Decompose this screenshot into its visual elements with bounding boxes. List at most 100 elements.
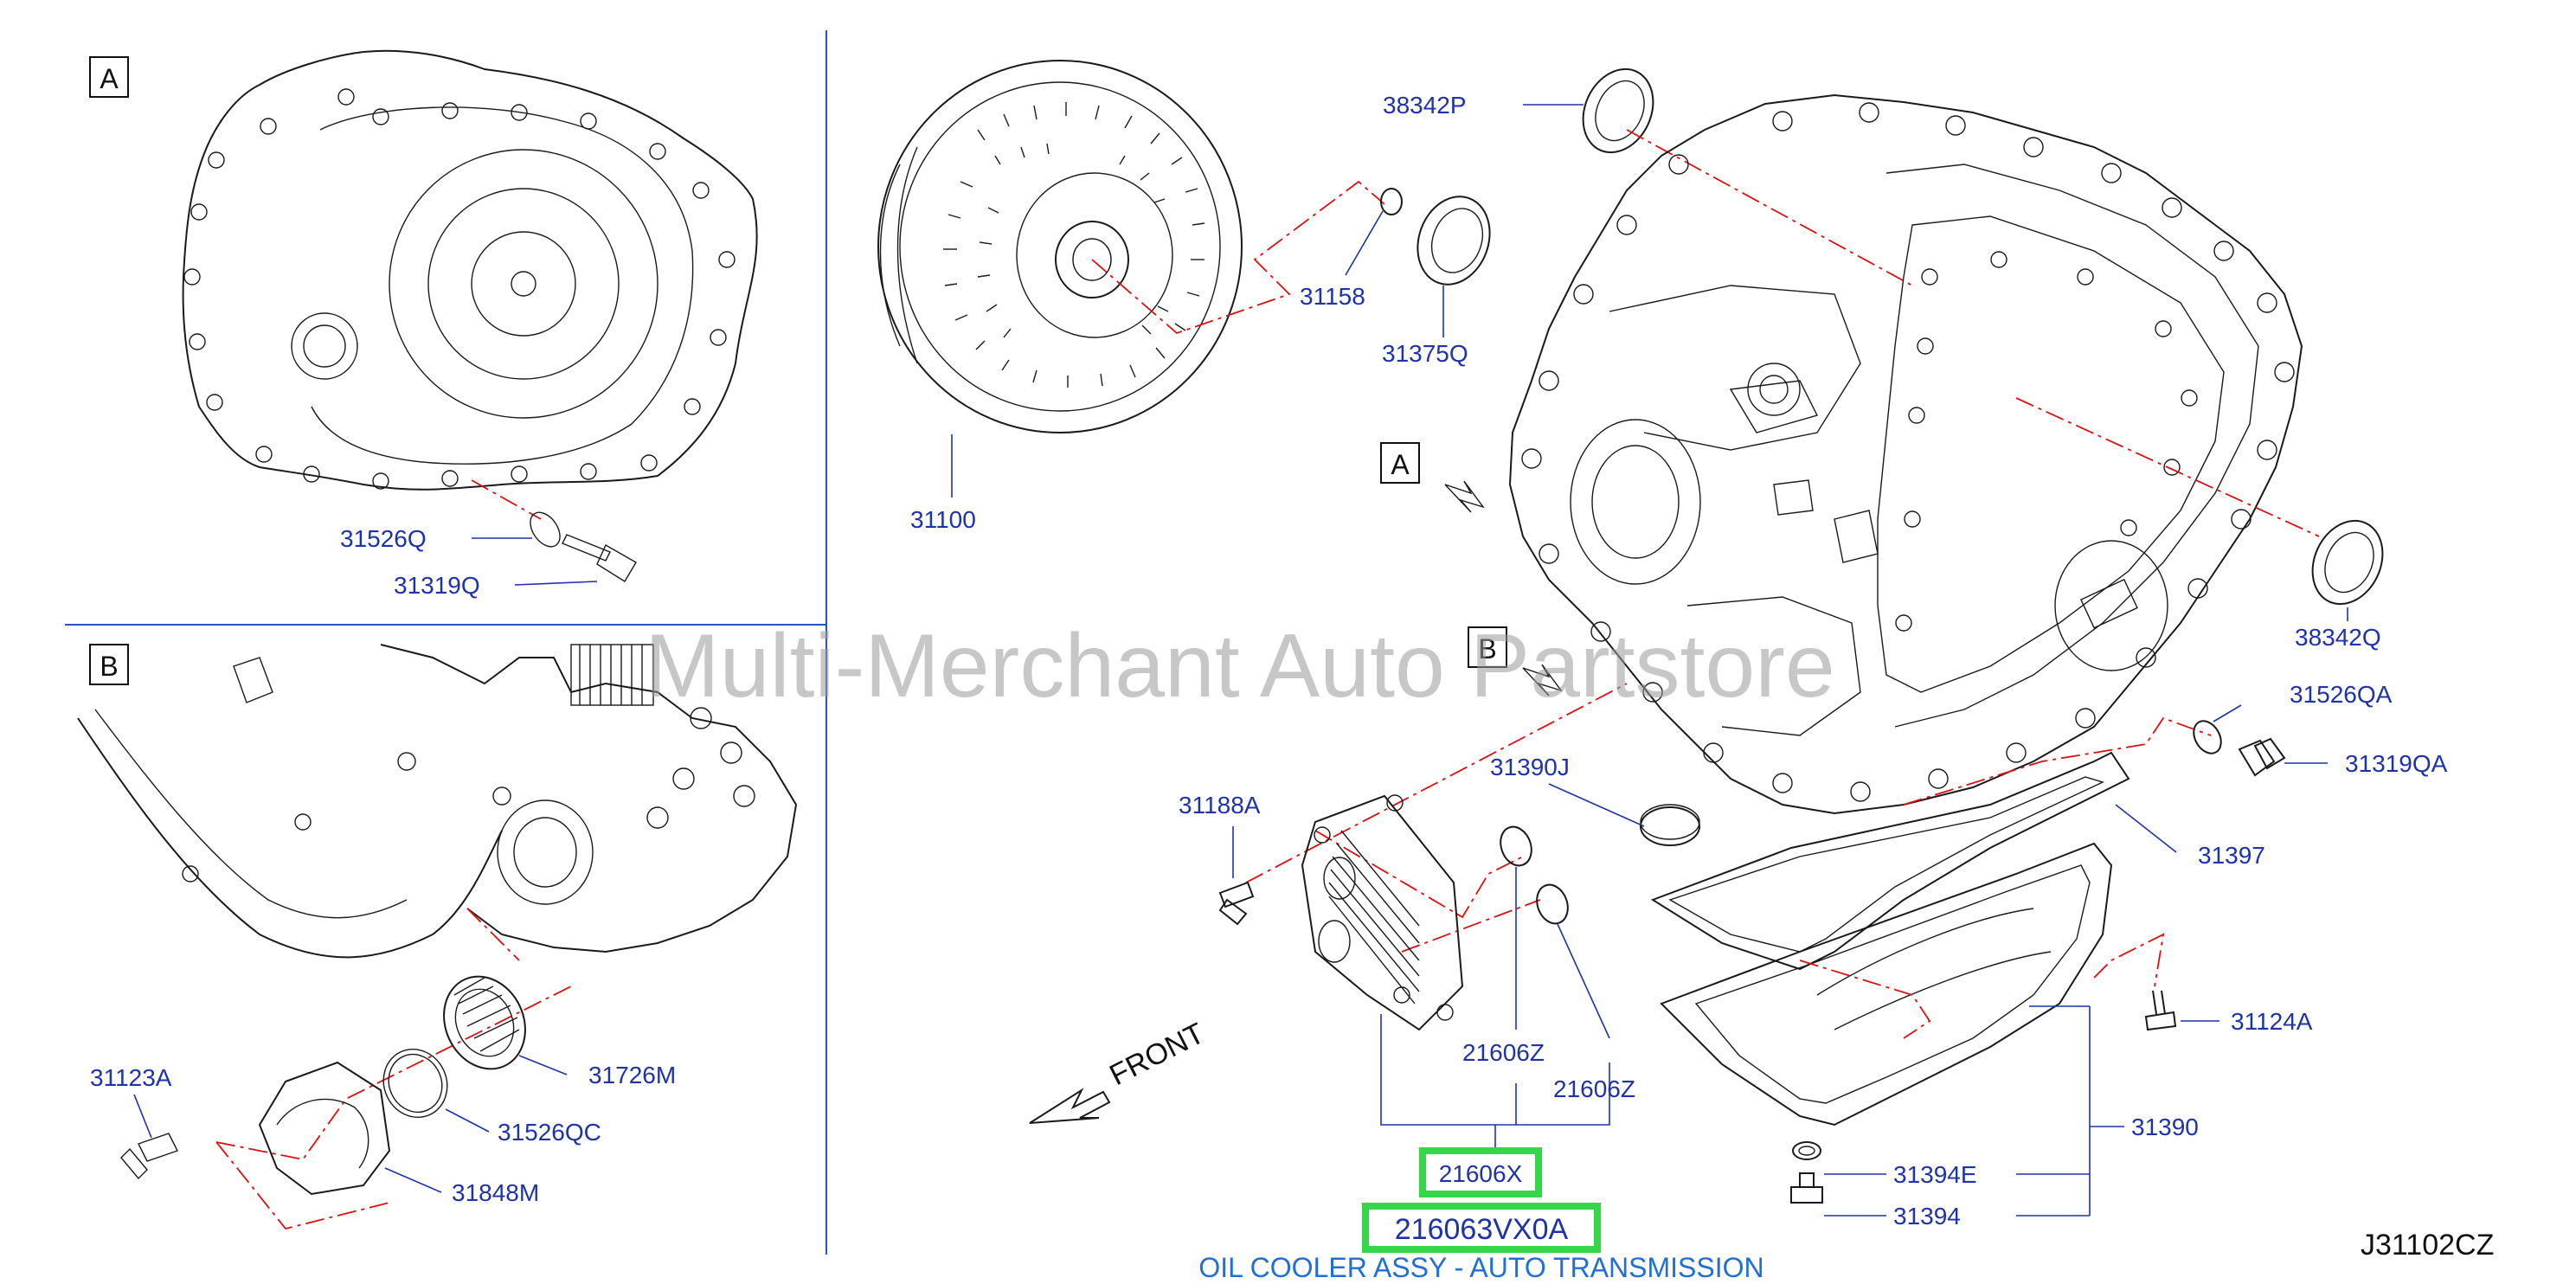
- label-31397: 31397: [2198, 842, 2265, 869]
- label-31319Q: 31319Q: [394, 572, 480, 599]
- leader-21606Z-b: [1557, 923, 1610, 1039]
- label-31394E: 31394E: [1893, 1161, 1977, 1188]
- converter-hub: [1055, 221, 1129, 299]
- label-31526Q: 31526Q: [340, 525, 427, 552]
- washer-31526QA: [2193, 720, 2222, 754]
- oil-pan-31390: [1660, 842, 2113, 1127]
- filter-element-31726M: [443, 975, 526, 1070]
- converter-outer: [877, 60, 1243, 433]
- label-31158: 31158: [1300, 283, 1365, 310]
- label-31848M: 31848M: [452, 1179, 539, 1206]
- case-bore-left: [1570, 419, 1701, 585]
- dash-filter-cover: [215, 985, 572, 1230]
- washer-31390J: [1640, 806, 1700, 846]
- dash-cooler-oring: [1314, 830, 1524, 919]
- panel-b-filter-drawing: B 317: [77, 644, 798, 1230]
- label-31394: 31394: [1893, 1203, 1961, 1229]
- filter-port-inner: [513, 817, 577, 888]
- housing-ring-mid: [427, 188, 620, 380]
- label-31526QC: 31526QC: [498, 1119, 601, 1146]
- dash-31124A: [2093, 933, 2165, 987]
- view-a-arrow-icon: [1444, 480, 1485, 513]
- dash-filter-axis: [466, 908, 520, 961]
- highlight-216063VX0A[interactable]: [1362, 1203, 1601, 1253]
- cooler-fin-lines: [579, 645, 643, 705]
- bracket-21606X: [1380, 1014, 1610, 1126]
- washer-31526Q: [530, 511, 561, 548]
- bellhousing-flange: [311, 106, 694, 465]
- case-cover-edge: [1885, 164, 2259, 728]
- view-a-letter: A: [100, 63, 119, 94]
- label-31188A: 31188A: [1179, 792, 1261, 819]
- label-31100: 31100: [910, 506, 976, 533]
- label-31390J: 31390J: [1490, 754, 1570, 780]
- transaxle-right-outline: [380, 644, 798, 953]
- case-plug-cover: [2054, 540, 2168, 671]
- dash-converter-to-seal: [1091, 180, 1385, 335]
- case-outline: [1508, 93, 2303, 815]
- label-38342P: 38342P: [1383, 92, 1467, 119]
- label-31124A: 31124A: [2231, 1008, 2313, 1035]
- view-b-marker-letter: B: [1478, 633, 1496, 664]
- leader-31526QA: [2213, 704, 2242, 722]
- filter-cover-31848M: [258, 1061, 391, 1196]
- dash-cooler-oring-2: [1401, 899, 1541, 953]
- washer-31394E: [1792, 1141, 1821, 1160]
- housing-boss-inner: [303, 324, 346, 368]
- case-rib-2: [1686, 596, 1861, 736]
- label-216063VX0A[interactable]: 216063VX0A: [1395, 1213, 1569, 1246]
- label-21606Z-a: 21606Z: [1462, 1039, 1545, 1066]
- transmission-case: [1508, 93, 2303, 815]
- view-b-arrow-icon: [1522, 664, 1563, 697]
- view-b-letter: B: [100, 651, 118, 682]
- plug-31319QA: [2238, 737, 2286, 777]
- dash-38342Q: [2015, 397, 2320, 537]
- dowel-pin: [233, 657, 273, 703]
- housing-shaft: [511, 271, 536, 297]
- seal-31375Q: [1416, 196, 1491, 286]
- dash-31526QA: [1903, 716, 2212, 806]
- housing-ring-outer: [389, 149, 658, 419]
- front-label: FRONT: [1104, 1017, 1210, 1092]
- leader-31390J: [1548, 783, 1645, 827]
- leader-31726M: [518, 1055, 568, 1075]
- bolt-31188A: [1218, 881, 1255, 926]
- bellhousing-outline: [182, 49, 758, 491]
- panel-a-housing-drawing: A 31526Q 31319Q: [89, 49, 758, 599]
- bolt-31124A: [2144, 990, 2177, 1031]
- label-21606X: 21606X: [1439, 1160, 1523, 1187]
- housing-boss: [291, 312, 358, 380]
- part-caption: OIL COOLER ASSY - AUTO TRANSMISSION: [1198, 1252, 1763, 1283]
- dash-to-31526Q: [471, 479, 542, 520]
- case-side-cover: [1877, 215, 2225, 693]
- leader-31319Q: [514, 581, 598, 586]
- label-31123A: 31123A: [90, 1064, 172, 1091]
- leader-31123A: [133, 1094, 152, 1139]
- dash-38342P: [1626, 129, 1913, 286]
- view-a-box: [89, 56, 129, 98]
- oring-21606Z-a: [1500, 825, 1532, 867]
- highlight-21606X: [1419, 1147, 1542, 1197]
- view-a-marker-box: [1380, 442, 1420, 484]
- pan-gasket-31397: [1650, 751, 2130, 971]
- label-21606Z-b: 21606Z: [1553, 1075, 1635, 1102]
- housing-ring-inner: [471, 231, 576, 337]
- converter-fin-ticks: [943, 102, 1205, 388]
- leader-31526QC: [445, 1108, 490, 1133]
- seal-38342Q: [2311, 519, 2384, 606]
- view-b-box: [89, 644, 129, 685]
- label-31375Q: 31375Q: [1382, 340, 1468, 367]
- dash-cooler-bolt: [1245, 683, 1628, 883]
- label-31390: 31390: [2131, 1114, 2199, 1140]
- label-38342Q: 38342Q: [2295, 624, 2381, 651]
- case-bolts: [1521, 102, 2295, 802]
- case-rib-1: [1609, 285, 1861, 451]
- converter-hub-ring: [1016, 172, 1173, 338]
- transaxle-curve-outer: [77, 717, 503, 959]
- watermark: Multi-Merchant Auto Partstore: [645, 616, 1835, 716]
- panel-b-bolts: [182, 707, 755, 883]
- housing-bolt-holes: [183, 88, 736, 490]
- view-b-marker-box: [1468, 626, 1507, 668]
